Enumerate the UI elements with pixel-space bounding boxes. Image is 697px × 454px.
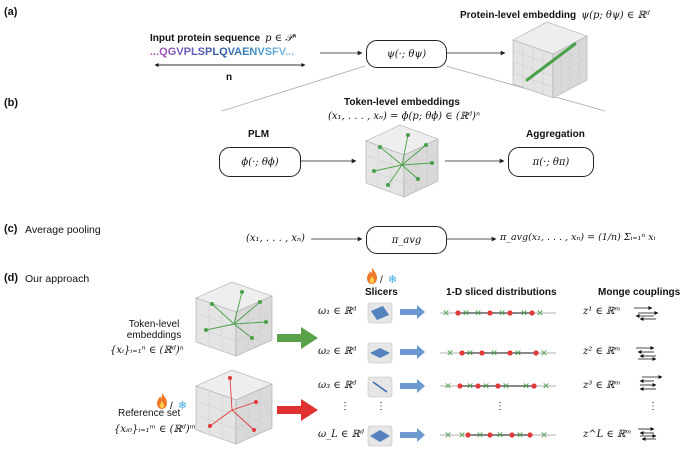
d-token-label: Token-level embeddings bbox=[126, 319, 182, 341]
monge-couplings-label: Monge couplings bbox=[598, 287, 681, 298]
svg-text:✕: ✕ bbox=[540, 431, 548, 441]
d-reference-math: {xᵢ₀}ᵢ₌₁ᵐ ∈ (ℝᵈ)ᵐ bbox=[114, 424, 196, 435]
svg-text:✕: ✕ bbox=[496, 431, 504, 441]
c-output-math: π_avg(x₁, . . . , xₙ) = (1/n) Σᵢ₌₁ⁿ xᵢ bbox=[500, 232, 656, 243]
svg-text:✕: ✕ bbox=[516, 431, 524, 441]
svg-text:✕: ✕ bbox=[490, 349, 498, 359]
token-embeddings-title: Token-level embeddings bbox=[344, 97, 460, 108]
d-reference-cube bbox=[195, 369, 273, 445]
svg-text:✕: ✕ bbox=[520, 309, 528, 319]
sliced-distributions: ✕ ✕ ✕ ✕ ✕ ✕ ✕ ✕ ✕ ✕ ✕ ✕ ✕ ✕ ✕ ✕ ✕ ✕ ✕ ✕ ✕ ✕ ✕ bbox=[440, 309, 556, 441]
z-dots: ⋮ bbox=[648, 401, 658, 412]
d-reference-label-row: / ❄ bbox=[170, 399, 188, 412]
sequence-length-label: n bbox=[226, 72, 233, 83]
d-token-math: {xᵢ}ᵢ₌₁ⁿ ∈ (ℝᵈ)ⁿ bbox=[110, 345, 184, 356]
d-reference-label: Reference set bbox=[118, 408, 181, 419]
omega-L: ω_L ∈ ℝᵈ bbox=[318, 429, 364, 440]
svg-text:✕: ✕ bbox=[522, 382, 530, 392]
svg-text:✕: ✕ bbox=[466, 349, 474, 359]
red-arrow bbox=[277, 399, 318, 421]
slicer-dots: ⋮ bbox=[376, 401, 386, 412]
flame-icon-ref bbox=[157, 393, 167, 409]
avg-pooling-box: π_avg bbox=[366, 226, 447, 254]
svg-text:✕: ✕ bbox=[476, 431, 484, 441]
token-embeddings-cube bbox=[365, 124, 439, 198]
snowflake-icon: ❄ bbox=[387, 273, 398, 286]
panel-a-tag: (a) bbox=[4, 6, 18, 18]
slicers-label: Slicers bbox=[365, 287, 398, 298]
svg-text:✕: ✕ bbox=[444, 431, 452, 441]
plm-box: ϕ(·; θϕ) bbox=[219, 147, 301, 177]
average-pooling-title: Average pooling bbox=[25, 224, 101, 236]
svg-text:✕: ✕ bbox=[536, 309, 544, 319]
green-arrow bbox=[277, 327, 318, 349]
panel-d-tag: (d) bbox=[4, 272, 19, 284]
svg-text:✕: ✕ bbox=[458, 431, 466, 441]
svg-text:✕: ✕ bbox=[502, 382, 510, 392]
svg-text:✕: ✕ bbox=[514, 349, 522, 359]
z-1: z¹ ∈ ℝᵐ bbox=[583, 306, 621, 317]
omega-3: ω₃ ∈ ℝᵈ bbox=[318, 380, 357, 391]
input-sequence-title: Input protein sequence p ∈ 𝒫ⁿ bbox=[150, 33, 297, 44]
svg-text:✕: ✕ bbox=[442, 309, 450, 319]
svg-text:✕: ✕ bbox=[466, 382, 474, 392]
c-input-math: (x₁, . . . , xₙ) bbox=[246, 233, 305, 244]
svg-text:✕: ✕ bbox=[462, 309, 470, 319]
aggregation-box: π(·; θπ) bbox=[508, 147, 594, 177]
d-token-cube bbox=[195, 281, 273, 357]
omega-2: ω₂ ∈ ℝᵈ bbox=[318, 346, 357, 357]
svg-text:✕: ✕ bbox=[498, 309, 506, 319]
flame-icon bbox=[367, 268, 377, 284]
omega-dots: ⋮ bbox=[340, 401, 350, 412]
aggregation-label: Aggregation bbox=[526, 129, 585, 140]
svg-text:✕: ✕ bbox=[474, 309, 482, 319]
panel-b-tag: (b) bbox=[4, 97, 19, 109]
z-3: z³ ∈ ℝᵐ bbox=[583, 380, 621, 391]
svg-text:✕: ✕ bbox=[482, 382, 490, 392]
protein-embedding-cube bbox=[512, 21, 588, 99]
protein-sequence: ...QGVPLSPLQVAENVSFV... bbox=[150, 46, 295, 58]
plm-label: PLM bbox=[248, 129, 270, 140]
sliced-distributions-label: 1-D sliced distributions bbox=[446, 287, 557, 298]
panel-c-tag: (c) bbox=[4, 223, 18, 235]
slicers-header-icons: / ❄ bbox=[380, 273, 398, 286]
omega-1: ω₁ ∈ ℝᵈ bbox=[318, 306, 357, 317]
blue-arrows bbox=[400, 305, 425, 442]
token-embeddings-math: (x₁, . . . , xₙ) = ϕ(p; θϕ) ∈ (ℝᵈ)ⁿ bbox=[328, 111, 480, 122]
protein-embedding-title: Protein-level embedding ψ(p; θψ) ∈ ℝᵈ bbox=[460, 10, 650, 21]
our-approach-title: Our approach bbox=[25, 273, 90, 285]
svg-text:✕: ✕ bbox=[542, 382, 550, 392]
snowflake-icon-ref: ❄ bbox=[177, 399, 188, 412]
svg-text:✕: ✕ bbox=[446, 349, 454, 359]
svg-text:✕: ✕ bbox=[444, 382, 452, 392]
psi-box: ψ(·; θψ) bbox=[366, 40, 447, 68]
zoom-line-left bbox=[221, 65, 366, 112]
distribution-dots: ⋮ bbox=[495, 401, 505, 412]
z-2: z² ∈ ℝᵐ bbox=[583, 346, 621, 357]
monge-coupling-glyphs bbox=[634, 306, 663, 441]
z-L: z^L ∈ ℝᵐ bbox=[583, 429, 632, 440]
slicer-icons bbox=[367, 302, 393, 447]
svg-text:✕: ✕ bbox=[540, 349, 548, 359]
